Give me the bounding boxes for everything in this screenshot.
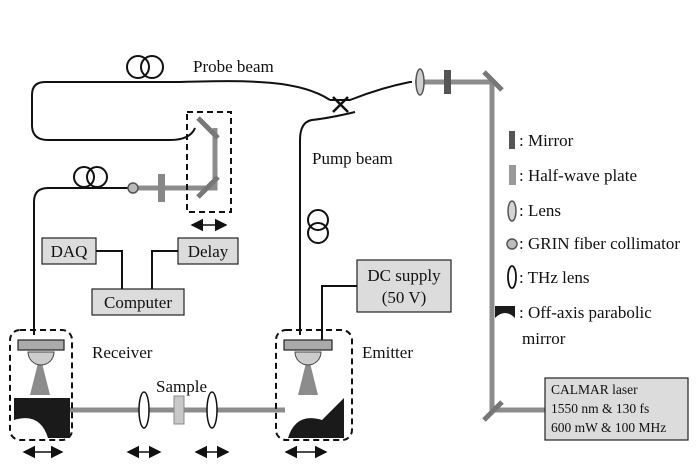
- mirror-icon: [196, 116, 220, 140]
- thz-lens-icon: [138, 391, 150, 429]
- pump-fiber-down: [299, 111, 356, 335]
- legend-parabolic-mirror: : Off-axis parabolic: [519, 303, 652, 322]
- half-wave-plate-icon: [509, 165, 516, 185]
- half-wave-plate-icon: [158, 174, 165, 202]
- receiver-probe-fiber: [33, 187, 130, 335]
- computer-label: Computer: [104, 293, 172, 312]
- legend-lens: : Lens: [519, 201, 561, 220]
- pump-fiber: [330, 81, 412, 101]
- daq-label: DAQ: [51, 242, 88, 261]
- receiver-beam: [30, 355, 50, 395]
- legend-half-wave-plate: : Half-wave plate: [519, 166, 637, 185]
- grin-collimator-icon: [506, 238, 518, 250]
- legend-mirror: : Mirror: [519, 131, 574, 150]
- laser-box: [544, 377, 689, 441]
- legend-grin-collimator: : GRIN fiber collimator: [519, 234, 680, 253]
- mirror-icon: [482, 70, 504, 92]
- fiber-coil-icon: [73, 166, 108, 188]
- computer-box: [91, 288, 185, 316]
- probe-beam-delay: [135, 128, 218, 191]
- legend-parabolic-mirror-2: mirror: [522, 329, 566, 348]
- emitter-box: [275, 329, 353, 441]
- dc-supply-label: DC supply: [367, 266, 441, 285]
- emitter-beam: [298, 355, 318, 395]
- lens-icon: [507, 200, 517, 222]
- sample-label: Sample: [156, 377, 207, 396]
- laser-name: CALMAR laser: [551, 382, 638, 397]
- half-wave-plate-icon: [444, 70, 451, 94]
- dc-supply-voltage: (50 V): [382, 288, 427, 307]
- laser-spec-2: 600 mW & 100 MHz: [551, 420, 666, 435]
- mirror-icon: [509, 131, 515, 149]
- probe-fiber: [31, 80, 331, 141]
- delay-box: [177, 237, 239, 265]
- parabolic-mirror-icon: [495, 306, 515, 318]
- delay-stage-box: [186, 111, 232, 213]
- dc-supply-wire: [321, 285, 357, 342]
- probe-beam-label: Probe beam: [193, 57, 274, 76]
- delay-label: Delay: [188, 242, 229, 261]
- laser-spec-1: 1550 nm & 130 fs: [551, 401, 649, 416]
- pump-beam-label: Pump beam: [312, 149, 393, 168]
- receiver-lens: [27, 351, 55, 366]
- legend: : Mirror : Half-wave plate : Lens : GRIN…: [495, 131, 680, 348]
- dc-supply-box: [356, 259, 452, 313]
- receiver-antenna: [17, 339, 65, 351]
- delay-computer-wire: [151, 250, 178, 289]
- daq-computer-wire: [96, 250, 123, 289]
- grin-collimator-icon: [127, 182, 139, 194]
- parabolic-mirror-icon: [288, 398, 344, 438]
- lens-icon: [415, 68, 425, 96]
- receiver-box: [9, 329, 73, 441]
- legend-thz-lens: : THz lens: [519, 268, 590, 287]
- parabolic-mirror-icon: [14, 398, 70, 438]
- fiber-coil-icon: [307, 209, 329, 244]
- fiber-coil-icon: [126, 55, 164, 79]
- thz-lens-icon: [206, 391, 218, 429]
- emitter-antenna: [283, 339, 333, 351]
- sample-holder: [173, 395, 185, 425]
- mirror-icon: [482, 400, 504, 422]
- emitter-label: Emitter: [362, 343, 413, 362]
- fiber-coupler-icon: [332, 96, 349, 113]
- receiver-label: Receiver: [92, 343, 153, 362]
- mirror-icon: [196, 175, 220, 199]
- emitter-lens: [294, 351, 322, 366]
- thz-lens-icon: [507, 265, 517, 289]
- laser-beam-top: [415, 79, 545, 413]
